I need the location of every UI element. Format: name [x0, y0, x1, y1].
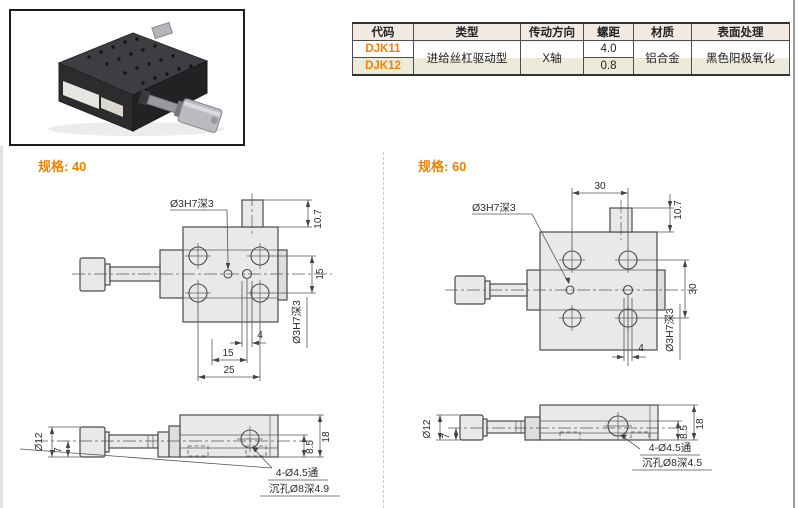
counterbore-hidden-3 — [559, 431, 581, 441]
dim-30-top-60: 30 — [594, 181, 606, 192]
drawing-60-top-view: 30 Ø3H7深3 10.7 30 4 Ø3H7深3 — [445, 181, 699, 366]
dim-10-7-60: 10.7 — [673, 200, 684, 220]
direction-cell: X轴 — [520, 40, 584, 76]
dim-15-bottom-40: 15 — [222, 348, 234, 359]
micrometer-knob-photo — [137, 89, 223, 133]
stage-label-sticker — [63, 81, 99, 109]
stage-body-40 — [182, 226, 279, 323]
code-djk11: DJK11 — [352, 40, 414, 58]
stage-body-60 — [539, 231, 658, 351]
stage-right-face — [132, 60, 208, 132]
micrometer-knob-60 — [454, 275, 528, 305]
header-pitch: 螺距 — [583, 22, 634, 41]
header-material: 材质 — [633, 22, 692, 41]
stage-hole-pattern — [87, 37, 193, 85]
stage-photo — [57, 21, 223, 133]
dim-30-right-60: 30 — [688, 283, 699, 295]
note-through-hole-40: 4-Ø4.5通 — [276, 467, 319, 479]
dim-8-5-40: 8.5 — [305, 440, 316, 454]
drawing-40-side-view: Ø12 7 8.5 18 4-Ø4.5通 沉孔Ø8深4.9 — [19, 414, 340, 497]
pitch-djk11: 4.0 — [583, 40, 634, 58]
page-right-border — [793, 0, 795, 508]
rear-knob-nub — [151, 21, 174, 40]
stage-body-side-60 — [539, 404, 659, 441]
table-row-djk12: DJK12 0.8 — [352, 57, 790, 76]
header-direction: 传动方向 — [520, 22, 584, 41]
counterbore-hidden-1 — [187, 445, 209, 457]
offset-pin-hole-40 — [241, 268, 253, 280]
dim-10-7-40: 10.7 — [313, 209, 324, 229]
table-row-djk11: DJK11 进给丝杠驱动型 X轴 4.0 铝合金 黑色阳极氧化 — [352, 40, 790, 76]
dim-7-40: 7 — [53, 447, 64, 453]
dim-18-60: 18 — [695, 418, 706, 430]
dim-dia12-40: Ø12 — [34, 432, 45, 451]
header-surface: 表面处理 — [691, 22, 790, 41]
note-counterbore-40: 沉孔Ø8深4.9 — [269, 482, 329, 495]
center-pin-hole-60 — [565, 285, 575, 295]
dim-18-40: 18 — [321, 431, 332, 443]
note-counterbore-60: 沉孔Ø8深4.5 — [642, 456, 702, 469]
counterbore-hidden-2 — [245, 445, 267, 457]
top-block-40 — [241, 199, 264, 228]
section-divider — [383, 152, 384, 508]
counterbore-hidden-4 — [630, 431, 650, 441]
product-photo — [9, 9, 245, 146]
micrometer-knob-side-40 — [79, 425, 181, 458]
header-type: 类型 — [413, 22, 521, 41]
dim-15-right-40: 15 — [315, 268, 326, 280]
hole-spec-label-rot-40: Ø3H7深3 — [291, 300, 303, 344]
material-cell: 铝合金 — [633, 40, 692, 76]
stage-label-sticker-2 — [101, 97, 123, 117]
spec-table-header-row: 代码 类型 传动方向 螺距 材质 表面处理 — [352, 22, 790, 41]
offset-pin-hole-60 — [622, 284, 634, 296]
pitch-djk12: 0.8 — [583, 57, 634, 76]
hole-spec-label-60: Ø3H7深3 — [472, 202, 516, 214]
dim-dia12-60: Ø12 — [422, 419, 433, 438]
hole-spec-label-40: Ø3H7深3 — [170, 198, 214, 210]
surface-cell: 黑色阳极氧化 — [691, 40, 790, 76]
header-code: 代码 — [352, 22, 414, 41]
section-40-label: 规格: 40 — [38, 159, 87, 174]
drawing-40-top-view: Ø3H7深3 10.7 15 4 Ø3H7深3 15 25 — [72, 193, 332, 381]
dim-8-5-60: 8.5 — [679, 425, 690, 439]
spec-table: 代码 类型 传动方向 螺距 材质 表面处理 DJK11 进给丝杠驱动型 X轴 4… — [352, 22, 790, 76]
section-60-label: 规格: 60 — [418, 159, 467, 174]
type-cell: 进给丝杠驱动型 — [413, 40, 521, 76]
dim-7-60: 7 — [441, 433, 452, 439]
micrometer-knob-40 — [79, 257, 161, 292]
product-photo-illustration — [48, 21, 224, 136]
page-left-border — [0, 146, 3, 508]
micrometer-knob-side-60 — [459, 414, 541, 441]
hole-spec-label-rot-60: Ø3H7深3 — [664, 308, 676, 352]
dim-4-60: 4 — [638, 343, 644, 354]
dim-25-40: 25 — [223, 365, 235, 376]
note-through-hole-60: 4-Ø4.5通 — [649, 442, 692, 454]
code-djk12: DJK12 — [352, 57, 414, 76]
drawing-60-side-view: Ø12 7 8.5 18 4-Ø4.5通 沉孔Ø8深4.5 — [422, 404, 712, 471]
stage-body-side-40 — [179, 414, 279, 458]
end-plate-40 — [277, 249, 288, 301]
